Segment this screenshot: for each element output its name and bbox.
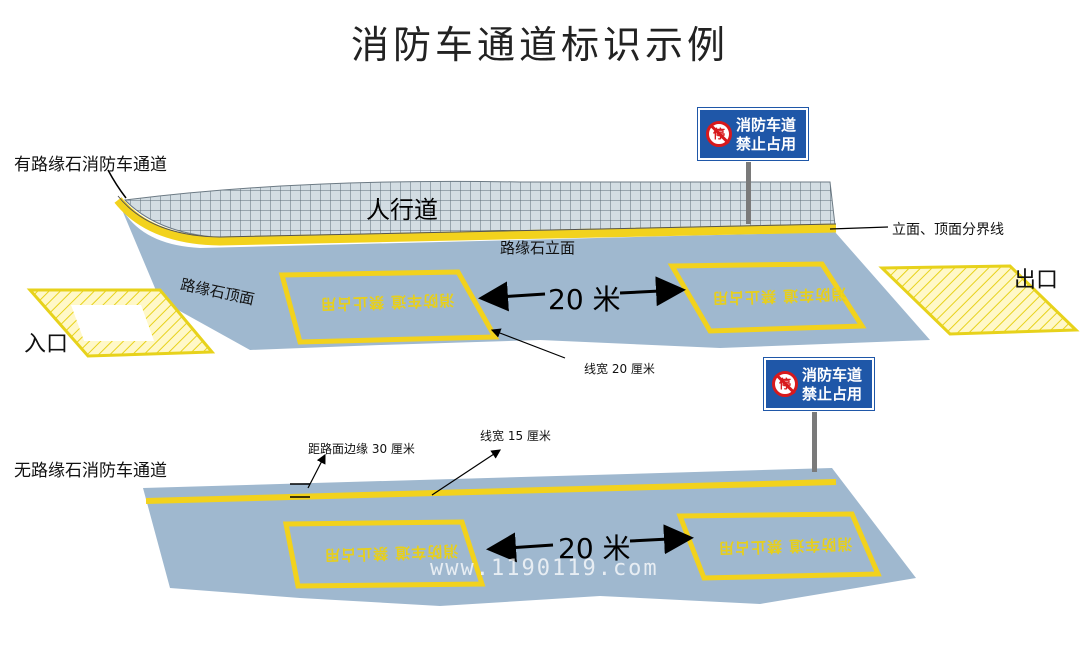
exit-area [878,264,1080,336]
boundary-pointer [829,226,889,230]
entrance-inner [71,305,155,341]
line-width-pointer-top [490,328,566,359]
sign-line2: 禁止占用 [802,385,863,403]
sidewalk-grid [123,180,836,239]
sign-line1: 消防车道 [736,116,797,134]
line-width-20-label: 线宽 20 厘米 [584,362,655,376]
line-width-pointer-bottom [431,449,502,496]
curb-face-label: 路缘石立面 [500,239,576,257]
distance-arrow-bottom-left [486,532,554,563]
distance-label-bottom: 20 米 [558,532,631,565]
edge-distance-pointer [307,453,326,489]
no-parking-box-top-right [667,261,867,334]
no-parking-icon: 停 [706,121,732,147]
distance-arrow-top-right [619,276,686,307]
without-curb-label: 无路缘石消防车通道 [14,461,167,481]
edge-distance-label: 距路面边缘 30 厘米 [308,442,415,456]
no-parking-box-bottom-right [676,511,882,581]
sign-line1: 消防车道 [802,366,863,384]
fire-lane-sign-top: 停 消防车道 禁止占用 [697,107,809,161]
curb-yellow-line [114,197,837,246]
distance-arrow-bottom-right [629,524,694,555]
curb-edge [117,195,837,238]
watermark: www.1190119.com [430,556,659,581]
edge-yellow-line [145,479,837,504]
distance-label-top: 20 米 [548,283,621,316]
road-top [120,205,930,350]
exit-label: 出口 [1014,268,1059,293]
no-parking-icon: 停 [772,371,798,397]
sign-pole-bottom [812,412,817,472]
with-curb-label: 有路缘石消防车通道 [14,155,167,175]
page-title: 消防车通道标识示例 [350,23,729,67]
sidewalk-label: 人行道 [366,196,438,224]
with-curb-pointer [107,169,127,199]
sign-line2: 禁止占用 [736,135,797,153]
line-width-15-label: 线宽 15 厘米 [480,429,551,443]
distance-arrow-top-left [478,281,546,312]
sign-pole-top [746,162,751,224]
no-parking-box-bottom-left [282,519,486,589]
entrance-label: 入口 [24,332,69,357]
road-bottom [143,468,916,606]
fire-lane-sign-bottom: 停 消防车道 禁止占用 [763,357,875,411]
boundary-line-label: 立面、顶面分界线 [892,222,1004,238]
